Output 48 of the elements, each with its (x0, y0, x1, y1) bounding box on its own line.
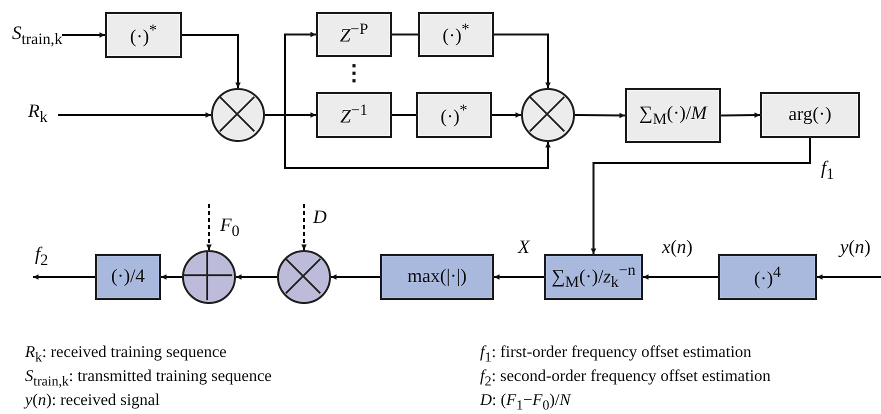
note: f$_{1}$: first-order frequency offset estimation (480, 344, 752, 364)
process-block: Z$^{−P}$ (316, 12, 392, 57)
adder-circle (182, 250, 236, 304)
dashed-arrow (206, 204, 212, 250)
process-block: (·)$^{4}$ (718, 254, 817, 300)
note: R$_{k}$: received training sequence (25, 344, 227, 364)
arrow (494, 34, 551, 88)
edge-label: y(n) (840, 238, 871, 257)
arrow (331, 274, 380, 280)
edge-label: f$_{1}$ (821, 159, 834, 183)
edge-label: X (518, 238, 530, 257)
arrow (182, 34, 241, 88)
multiplier-circle (277, 250, 331, 304)
process-block: (·)$^{*}$ (105, 12, 182, 58)
dashed-arrow (301, 204, 307, 250)
note: S$_{train,k}$: transmitted training sequence (25, 368, 272, 388)
arrow (817, 274, 881, 280)
arrow (265, 114, 551, 169)
arrow (590, 138, 811, 254)
ellipsis: ⋮ (343, 62, 365, 84)
arrow (492, 112, 521, 118)
process-block: ∑$_{M}$(·)/M (625, 88, 721, 143)
process-block: (·)$^{*}$ (418, 12, 494, 57)
arrow (494, 274, 544, 280)
note: D: (F$_{1}$−F$_{0}$)/N (480, 392, 570, 412)
edge-label: S$_{train,k}$ (12, 24, 62, 48)
edge-label: f$_{2}$ (35, 245, 48, 269)
arrow (58, 112, 211, 118)
edge-label: x(n) (662, 238, 693, 257)
arrow (236, 274, 277, 280)
process-block: max(|·|) (380, 254, 494, 300)
arrow (720, 112, 760, 118)
edge-label: F$_{0}$ (220, 216, 240, 240)
multiplier-circle (211, 88, 265, 142)
note: y(n): received signal (25, 392, 160, 408)
arrow (643, 274, 718, 280)
arrow (161, 274, 182, 280)
multiplier-circle (521, 88, 575, 142)
process-block: (·)$^{*}$ (416, 92, 492, 138)
arrow (574, 112, 626, 118)
process-block: (·)/4 (95, 254, 161, 300)
edge-label: D (313, 208, 327, 227)
arrow (62, 32, 105, 38)
note: f$_{2}$: second-order frequency offset estimation (480, 368, 771, 388)
edge-label: R$_{k}$ (28, 102, 48, 126)
process-block: Z$^{−1}$ (316, 92, 392, 138)
arrow (33, 274, 95, 280)
process-block: arg(·) (760, 92, 860, 138)
